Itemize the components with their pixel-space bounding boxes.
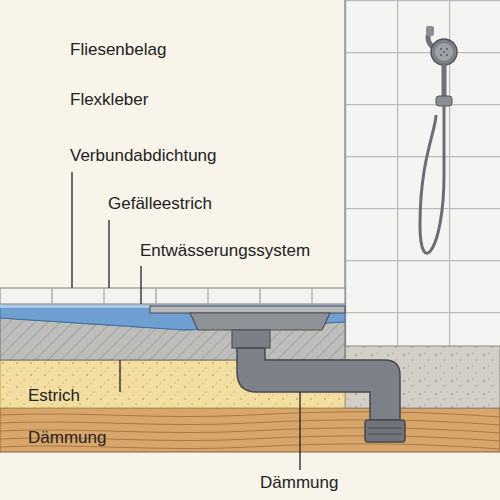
tile-joint: [207, 288, 208, 304]
layer-label: Dämmung: [28, 428, 106, 448]
waterproofing-layer: [0, 304, 345, 330]
tiled-wall: [345, 0, 500, 346]
hand-shower: [420, 26, 457, 253]
layer-label: Flexkleber: [70, 90, 148, 110]
tile-joint: [259, 288, 260, 304]
layer-label: Verbundabdichtung: [70, 146, 217, 166]
tile-joint: [103, 288, 104, 304]
drain-system: [150, 306, 405, 442]
wood-grain: [0, 412, 500, 417]
tile-joint: [155, 288, 156, 304]
tile-joint: [51, 288, 52, 304]
leader-lines: [72, 172, 300, 470]
leader-line: [140, 266, 141, 304]
layer-label: Fliesenbelag: [70, 40, 166, 60]
part-label: Entwässerungssystem: [140, 241, 310, 261]
layer-label: Estrich: [28, 386, 80, 406]
tile-joint: [311, 288, 312, 304]
insulation-layer: [0, 408, 500, 452]
leader-line: [119, 360, 120, 392]
wood-grain: [0, 420, 500, 425]
tile-joints: [52, 288, 312, 304]
insulation-grain: [0, 412, 500, 449]
floor-tiles: [0, 288, 345, 304]
leader-line: [71, 172, 72, 288]
leader-line: [299, 392, 300, 470]
leader-line: [108, 220, 109, 288]
layer-label: Gefälleestrich: [108, 194, 212, 214]
layer-label: Dämmung: [260, 473, 338, 493]
